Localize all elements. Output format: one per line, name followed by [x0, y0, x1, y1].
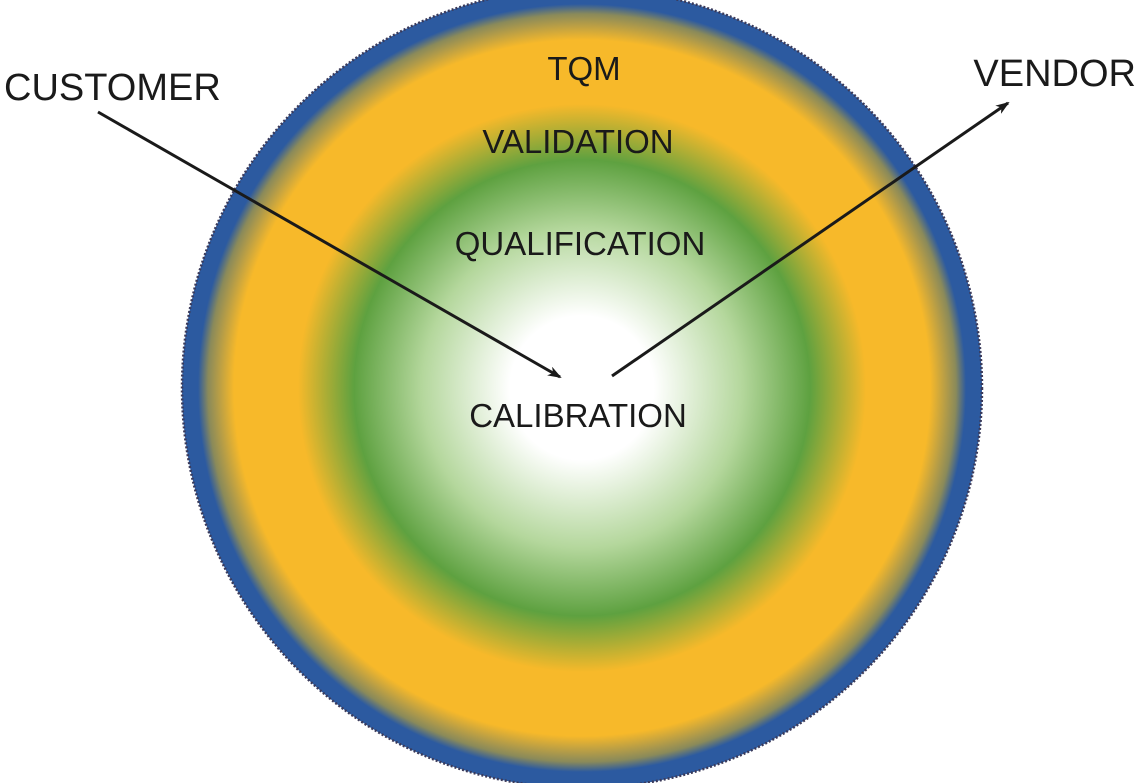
sphere-outline [180, 0, 984, 783]
customer-arrow [97, 110, 562, 379]
vendor-arrow [611, 101, 1010, 378]
layer-label-calibration: CALIBRATION [469, 397, 687, 434]
customer-label: CUSTOMER [4, 67, 221, 109]
vendor-label: VENDOR [973, 53, 1136, 95]
layer-label-validation: VALIDATION [482, 123, 673, 160]
layer-label-tqm: TQM [547, 50, 620, 87]
outer-ring-tqm [182, 0, 982, 783]
layer-label-qualification: QUALIFICATION [455, 225, 706, 262]
